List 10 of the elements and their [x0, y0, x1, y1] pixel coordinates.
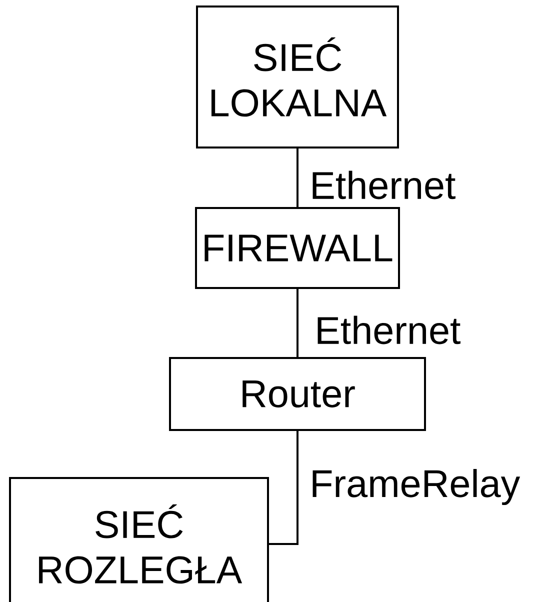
edge-label: Ethernet	[313, 314, 462, 346]
edge-label: Ethernet	[308, 169, 458, 201]
network-box: SIEĆ ROZLEGŁA	[9, 477, 269, 602]
edge-label: FrameRelay	[308, 468, 522, 506]
connector-line	[296, 289, 298, 357]
connector-line	[296, 148, 298, 207]
network-box: FIREWALL	[195, 207, 400, 289]
network-box: SIEĆ LOKALNA	[196, 6, 399, 148]
network-box: Router	[169, 357, 426, 431]
connector-line	[269, 431, 298, 545]
